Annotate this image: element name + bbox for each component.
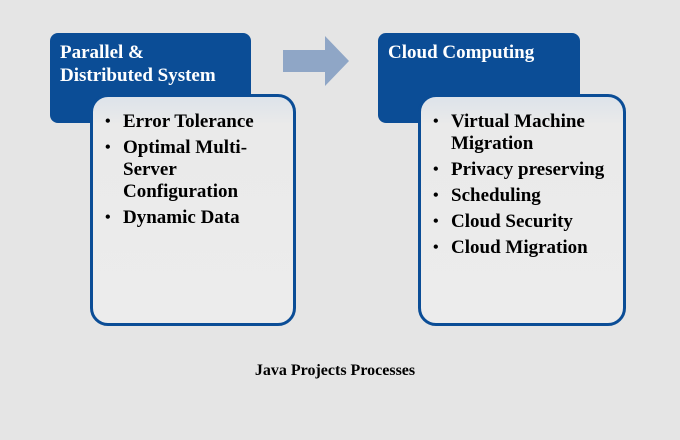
- list-item: •Privacy preserving: [433, 159, 605, 180]
- bullet-dot-icon: •: [105, 113, 111, 130]
- list-item: •Cloud Migration: [433, 237, 588, 258]
- list-item: •Virtual Machine Migration: [433, 111, 585, 154]
- cloud-computing-title: Cloud Computing: [388, 42, 535, 63]
- parallel-distributed-list: •Error Tolerance •Optimal Multi-Server C…: [93, 97, 293, 229]
- list-item: •Cloud Security: [433, 211, 573, 232]
- bullet-dot-icon: •: [433, 113, 439, 130]
- parallel-distributed-title: Parallel & Distributed System: [60, 42, 216, 86]
- bullet-dot-icon: •: [433, 161, 439, 178]
- right-arrow-icon: [283, 36, 349, 86]
- bullet-dot-icon: •: [433, 187, 439, 204]
- bullet-dot-icon: •: [105, 209, 111, 226]
- cloud-computing-detail-box: •Virtual Machine Migration •Privacy pres…: [418, 94, 626, 326]
- list-item: •Dynamic Data: [105, 207, 240, 228]
- list-item: •Error Tolerance: [105, 111, 254, 132]
- diagram-caption: Java Projects Processes: [254, 362, 416, 379]
- list-item: •Optimal Multi-Server Configuration: [105, 137, 248, 202]
- cloud-computing-list: •Virtual Machine Migration •Privacy pres…: [421, 97, 623, 259]
- parallel-distributed-detail-box: •Error Tolerance •Optimal Multi-Server C…: [90, 94, 296, 326]
- bullet-dot-icon: •: [433, 213, 439, 230]
- list-item: •Scheduling: [433, 185, 541, 206]
- bullet-dot-icon: •: [105, 139, 111, 156]
- bullet-dot-icon: •: [433, 239, 439, 256]
